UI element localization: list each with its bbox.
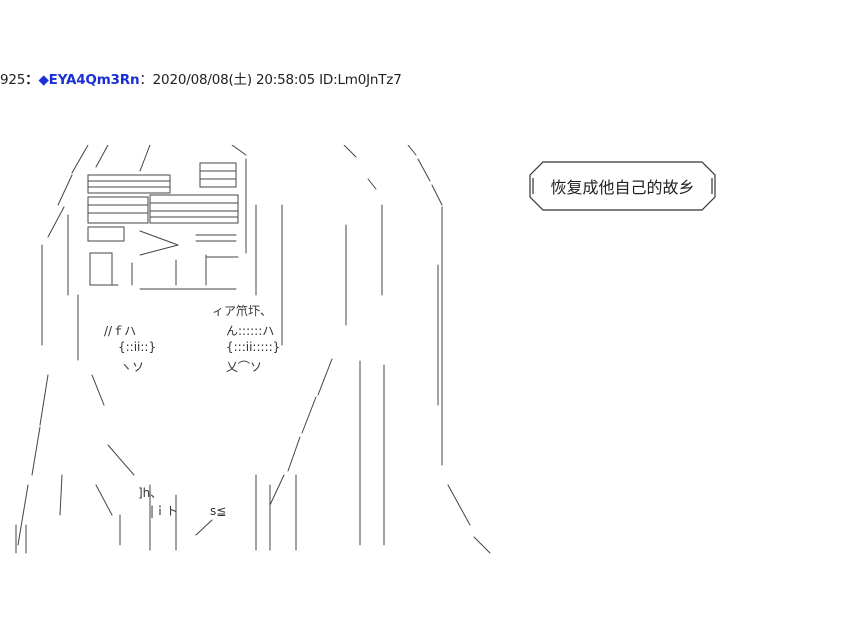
art-glyph: |ｉト <box>150 504 178 518</box>
art-glyph: ]h、 <box>138 486 162 500</box>
art-glyph: //ｆハ <box>104 324 136 338</box>
author-trip: ◆EYA4Qm3Rn <box>38 72 140 88</box>
post-number-separator: ： <box>25 72 39 88</box>
speech-bubble-text: 恢复成他自己的故乡 <box>550 178 695 197</box>
art-glyph: ん::::::ハ <box>226 324 274 338</box>
post-header: 925：◆EYA4Qm3Rn：2020/08/08(土) 20:58:05 ID… <box>0 68 402 88</box>
art-glyph: 乂⌒ソ <box>226 360 262 374</box>
art-glyph: ヽソ <box>120 360 144 374</box>
art-glyph: ィア笊圷、 <box>212 303 272 318</box>
post-number[interactable]: 925 <box>0 72 26 88</box>
datetime-separator: ： <box>139 72 153 88</box>
art-glyph: s≦ <box>210 504 226 518</box>
ascii-art-drawing: ィア笊圷、 ん::::::ハ 乂⌒ソ //ｆハ {::ii::} {:::ii:… <box>15 145 491 554</box>
speech-bubble-outline <box>529 161 716 211</box>
ascii-art-figure: ィア笊圷、 ん::::::ハ 乂⌒ソ //ｆハ {::ii::} {:::ii:… <box>0 145 500 560</box>
speech-bubble: 恢复成他自己的故乡 <box>525 158 720 214</box>
art-glyph: {:::ii:::::} <box>226 340 280 354</box>
post-id: ID:Lm0JnTz7 <box>319 72 402 88</box>
post-datetime: 2020/08/08(土) 20:58:05 <box>152 72 316 88</box>
art-glyph: {::ii::} <box>118 340 156 354</box>
